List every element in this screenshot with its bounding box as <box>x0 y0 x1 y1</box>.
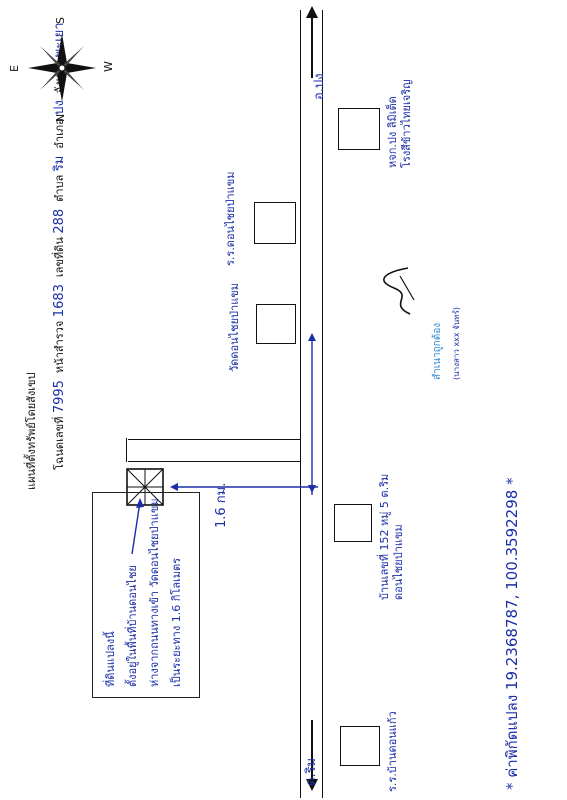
road-arrow-left-icon <box>306 720 318 791</box>
road-end-label-right: อ.ปง <box>312 73 327 100</box>
note-line-1: ที่ดินแปลงนี้ <box>104 631 117 687</box>
note-line-4: เป็นระยะทาง 1.6 กิโลเมตร <box>170 557 183 687</box>
compass-e: E <box>8 65 21 72</box>
land-label: เลขที่ดิน <box>53 237 66 278</box>
landmark-box <box>340 726 380 766</box>
distance-arrow-icon <box>170 333 318 495</box>
plot-marker <box>126 468 164 506</box>
landmark-label: หจก.ปง ลิมิเต็ด <box>386 96 399 168</box>
landmark-box <box>338 108 380 150</box>
stamp-text: สำเนาถูกต้อง <box>432 322 443 380</box>
compass-n: N <box>54 113 67 122</box>
landmark-sublabel: ดอนไชยป่าแขม <box>392 524 405 600</box>
landmark-sublabel: โรงสีข้าวไทยเจริญ <box>400 79 413 169</box>
landmark-label: ร.ร.บ้านดอนแก้ว <box>386 711 399 792</box>
compass-rose: N E S W <box>8 17 115 122</box>
side-road-end <box>126 438 127 462</box>
landmark-label: บ้านเลขที่ 152 หมู่ 5 ต.ริม <box>378 473 391 600</box>
landmark-box <box>254 202 296 244</box>
land-number: 288 <box>52 208 67 234</box>
deed-label: โฉนดเลขที่ <box>53 416 66 470</box>
certification-stamp: สำเนาถูกต้อง (นางสาว xxx จันทร์) <box>380 240 470 380</box>
landmark-label: ร.ร.ดอนไชยป่าแขม <box>224 171 237 266</box>
stamp-name: (นางสาว xxx จันทร์) <box>452 307 461 380</box>
deed-number: 7995 <box>52 380 67 414</box>
survey-label: หน้าสำรวจ <box>53 320 66 374</box>
note-line-2: ตั้งอยู่ในพื้นที่บ้านดอนไชย <box>126 565 139 687</box>
signature-scribble-icon <box>383 267 415 315</box>
note-pointer-icon <box>131 498 144 555</box>
road-end-label-left: ต.ริม <box>304 757 319 786</box>
district-label: อำเภอ <box>53 118 66 149</box>
compass-w: W <box>102 61 115 72</box>
map-title: แผนที่ตั้งทรัพย์โดยสังเขป <box>25 372 38 490</box>
landmark-label: วัดดอนไชยป่าแขม <box>228 282 241 372</box>
landmark-box <box>256 304 296 344</box>
road-arrow-right-icon <box>306 6 318 78</box>
survey-number: 1683 <box>52 284 67 318</box>
road-edge-bottom <box>322 10 323 798</box>
compass-s: S <box>54 17 67 24</box>
compass-icon <box>28 34 96 102</box>
subdistrict-label: ตำบล <box>53 174 66 202</box>
coordinates-text: * ค่าพิกัดแปลง 19.2368787, 100.3592298 * <box>503 477 521 790</box>
subdistrict-value: ริม <box>52 155 67 172</box>
landmark-box <box>334 504 372 542</box>
distance-label: 1.6 กม. <box>214 482 229 528</box>
